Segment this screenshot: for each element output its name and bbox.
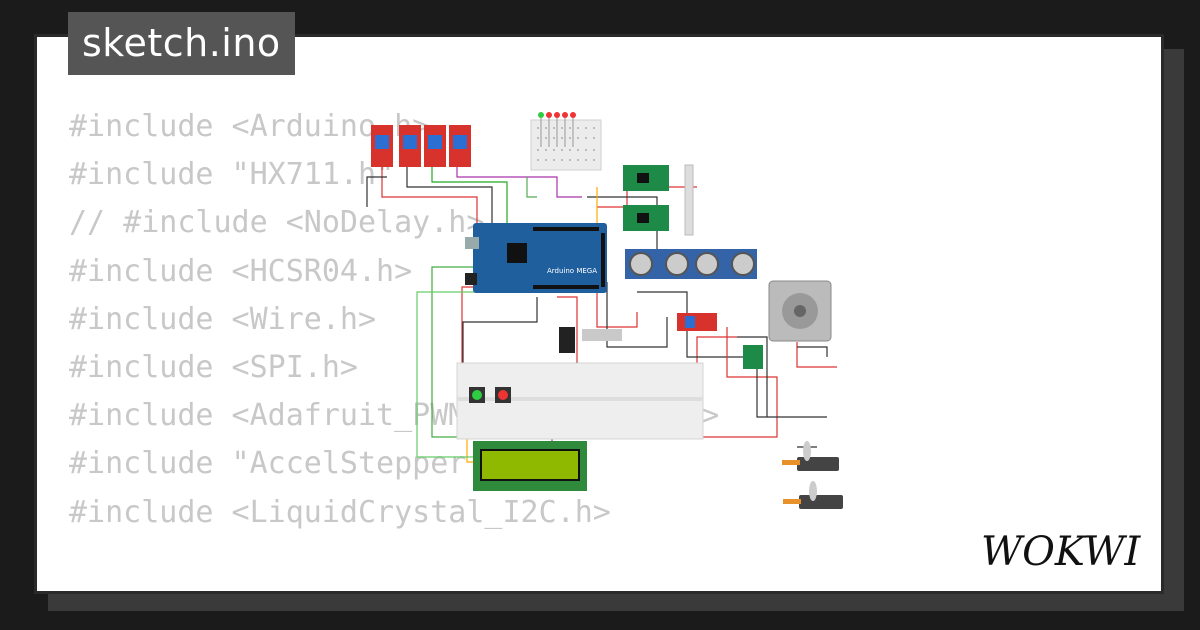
wokwi-logo: WOKWI [981,529,1141,573]
stepper-driver [743,345,763,369]
stepper-motor [768,280,832,342]
main-breadboard [456,362,704,440]
relay-modules [371,125,471,167]
code-line: #include <Wire.h> [69,301,377,337]
wires [366,167,837,463]
file-tab[interactable]: sketch.ino [68,12,295,75]
code-line: #include <HCSR04.h> [69,253,413,289]
code-line: // #include <NoDelay.h> [69,205,485,241]
lcd-display [473,441,587,491]
code-line: #include "AccelStepper.h" [69,446,521,482]
code-line: #include <LiquidCrystal_I2C.h> [69,494,611,530]
project-card: #include <Arduino.h>#include "HX711.h"//… [34,34,1164,594]
arduino-mega: Arduino MEGA [465,223,607,293]
logo-text: WOKWI [981,529,1141,573]
push-buttons [469,387,511,403]
led-row [538,112,576,147]
servo-motors [782,441,843,509]
circuit-diagram: Arduino MEGA [366,112,843,509]
ultrasonic-sensors [625,249,757,279]
arduino-label: Arduino MEGA [547,267,597,275]
mini-breadboard [530,119,602,171]
single-relay [677,313,717,331]
hx711-modules [623,164,694,236]
code-line: #include <Arduino.h> [69,109,431,144]
slide-potentiometer [559,327,622,353]
code-line: #define DEBUG 1 // comment to disable de… [69,585,972,592]
code-line: #include <SPI.h> [69,349,358,385]
